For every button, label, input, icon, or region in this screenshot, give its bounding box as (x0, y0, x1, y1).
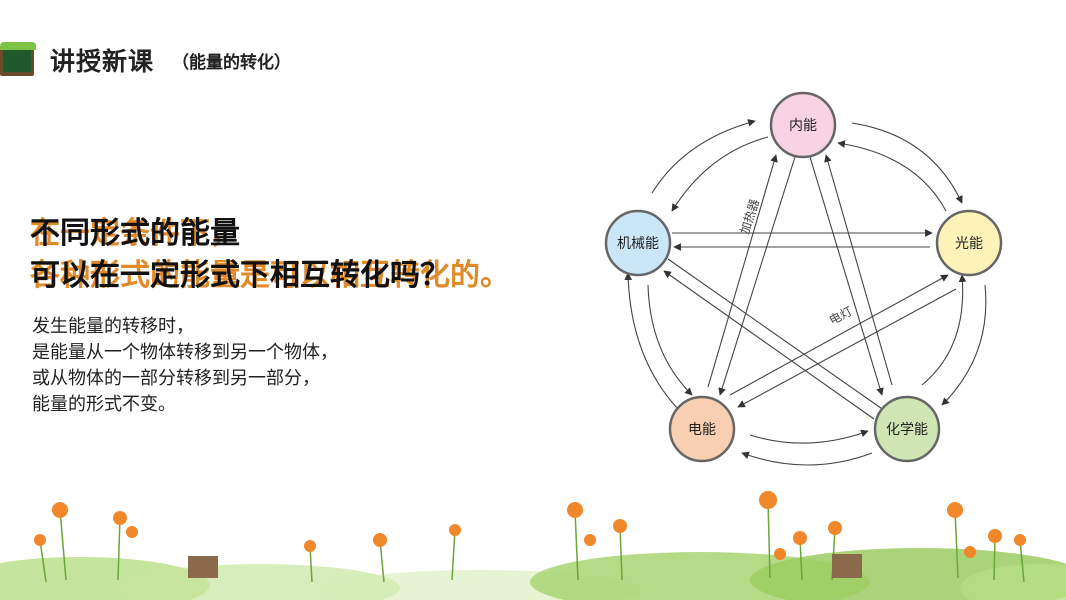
energy-conversion-diagram: 内能 光能 化学能 电能 机械能 加热器 电灯 (604, 91, 1003, 466)
headline: 在一定条件下， 不同形式的能量 各种形式的能量是可以相互转化的。 可以在一定形式… (30, 208, 610, 293)
node-internal-label: 内能 (789, 118, 817, 134)
arrow-chemical-to-mechanical (663, 270, 875, 420)
arrow-chemical-to-internal (824, 154, 893, 386)
arrow-electric-to-chemical (749, 429, 869, 444)
slide-title: 讲授新课 (50, 47, 155, 76)
headline-black-line-1: 不同形式的能量 (30, 216, 240, 251)
arrow-electric-to-internal (707, 154, 778, 388)
arrow-light-to-chemical (941, 284, 987, 406)
outer-cycle-arrows (624, 119, 987, 466)
explanation-paragraph: 发生能量的转移时， 是能量从一个物体转移到另一个物体， 或从物体的一部分转移到另… (32, 314, 338, 418)
tree-stump-right (832, 554, 862, 578)
arrow-mechanical-to-chemical (667, 258, 889, 414)
node-mechanical-energy: 机械能 (604, 209, 672, 277)
paragraph-line: 是能量从一个物体转移到另一个物体， (32, 342, 338, 363)
flower-meadow-decoration (0, 491, 1066, 600)
arrow-internal-to-mechanical (671, 136, 769, 212)
grass-layer (0, 548, 1066, 600)
headline-orange-line-1: 在一定条件下， (30, 216, 240, 251)
node-internal-energy: 内能 (769, 91, 837, 159)
arrow-light-to-electric (737, 288, 957, 408)
arrow-chemical-to-electric (741, 451, 873, 466)
edge-label-lamp: 电灯 (827, 304, 855, 328)
inner-star-arrows (663, 154, 957, 420)
arrow-mechanical-to-electric (647, 284, 693, 396)
arrow-light-to-internal (837, 140, 947, 212)
paragraph-line: 发生能量的转移时， (32, 316, 194, 337)
slide-header: 讲授新课 （能量的转化） (0, 38, 291, 82)
node-light-label: 光能 (955, 236, 983, 252)
node-chemical-label: 化学能 (886, 422, 928, 438)
flower-stems (39, 499, 1025, 583)
node-electric-label: 电能 (688, 422, 716, 438)
arrow-internal-to-light (851, 122, 963, 204)
node-electric-energy: 电能 (668, 395, 736, 463)
slide-subtitle: （能量的转化） (172, 52, 292, 73)
node-chemical-energy: 化学能 (873, 395, 941, 463)
arrow-chemical-to-light (921, 274, 967, 386)
headline-orange-line-2: 各种形式的能量是可以相互转化的。 (30, 258, 510, 293)
headline-black-line-2: 可以在一定形式下相互转化吗？ (30, 258, 450, 293)
arrow-electric-to-mechanical (624, 272, 679, 410)
headline-line-1: 在一定条件下， 不同形式的能量 (30, 208, 610, 251)
arrow-internal-to-electric (718, 156, 796, 396)
flower-blossoms (34, 491, 1026, 560)
node-mechanical-label: 机械能 (617, 236, 659, 252)
paragraph-line: 能量的形式不变。 (32, 394, 176, 415)
headline-line-2: 各种形式的能量是可以相互转化的。 可以在一定形式下相互转化吗？ (30, 250, 610, 293)
arrow-internal-to-chemical (809, 156, 884, 396)
chalkboard-icon (0, 42, 36, 78)
arrow-mechanical-to-internal (651, 119, 756, 194)
arrow-electric-to-light (729, 274, 949, 396)
paragraph-line: 或从物体的一部分转移到另一部分， (32, 368, 320, 389)
tree-stump-left (188, 556, 218, 578)
node-light-energy: 光能 (935, 209, 1003, 277)
